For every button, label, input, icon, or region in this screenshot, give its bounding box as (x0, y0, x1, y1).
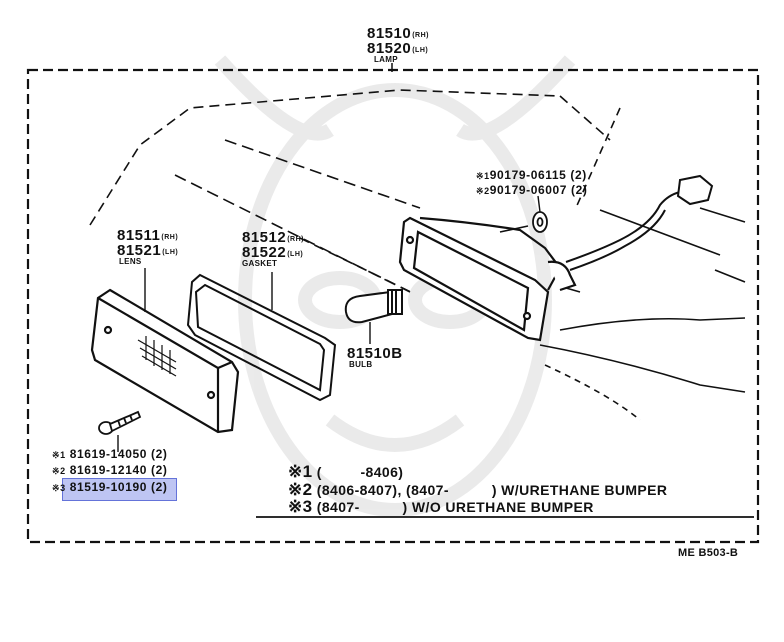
lens-grid (137, 336, 177, 377)
note-line-1: ※1 ( -8406) (288, 463, 403, 480)
gasket-no-rh: 81512 (242, 229, 287, 246)
note-mark-3: ※3 (288, 497, 313, 516)
note-text-2: (8406-8407), (8407- ) W/URETHANE BUMPER (316, 482, 668, 498)
lens-part-number-rh: 81511(RH) (117, 228, 178, 243)
lens-no-rh: 81511 (117, 227, 161, 244)
screw-mark-1: ※1 (52, 450, 66, 460)
note-mark-1: ※1 (288, 462, 313, 481)
nut-part-2: 90179-06007 (489, 183, 568, 197)
stud-bolt (499, 225, 581, 293)
screw-part-2: 81619-12140 (69, 463, 148, 477)
screw-qty-3: (2) (150, 480, 168, 494)
note-line-2: ※2 (8406-8407), (8407- ) W/URETHANE BUMP… (288, 481, 667, 498)
screw-mark-3: ※3 (52, 483, 66, 493)
gasket-part (186, 273, 337, 402)
lamp-suffix-rh: (RH) (412, 32, 429, 39)
nut-mark-1: ※1 (476, 171, 490, 181)
lens-part (90, 288, 240, 434)
body-panel-lines (89, 89, 746, 421)
gasket-suffix-rh: (RH) (287, 236, 304, 243)
screw-line-3: ※3 81519-10190 (2) (52, 481, 167, 493)
gasket-no-lh: 81522 (242, 244, 287, 261)
note-mark-2: ※2 (288, 480, 313, 499)
lens-no-lh: 81521 (117, 242, 162, 259)
diagram-frame (26, 68, 760, 544)
note-text-3: (8407- ) W/O URETHANE BUMPER (316, 499, 594, 515)
gasket-part-number-lh: 81522(LH) (242, 245, 303, 260)
bulb-part (344, 289, 403, 324)
lamp-no-rh: 81510 (367, 25, 412, 42)
lens-suffix-lh: (LH) (162, 249, 179, 256)
note-line-3: ※3 (8407- ) W/O URETHANE BUMPER (288, 498, 594, 515)
figure-code: ME B503-B (678, 547, 739, 559)
nut-part-1: 90179-06115 (489, 168, 567, 182)
nut-qty-1: (2) (570, 168, 587, 182)
screw-qty-2: (2) (150, 463, 168, 477)
nut-mark-2: ※2 (476, 186, 490, 196)
bulb-part-number: 81510B (347, 345, 403, 362)
nut-qty-2: (2) (571, 183, 588, 197)
nut-leader (537, 195, 541, 213)
wire-harness (565, 174, 714, 271)
screw-line-2: ※2 81619-12140 (2) (52, 464, 167, 476)
nut-line-2: ※290179-06007 (2) (476, 184, 588, 196)
screw-line-1: ※1 81619-14050 (2) (52, 448, 167, 460)
screw-part (98, 410, 142, 435)
gasket-part-number-rh: 81512(RH) (242, 230, 304, 245)
screw-part-3: 81519-10190 (69, 480, 148, 494)
nut-line-1: ※190179-06115 (2) (476, 169, 587, 181)
screw-part-1: 81619-14050 (69, 447, 148, 461)
bulb-caption: BULB (349, 360, 373, 369)
lamp-suffix-lh: (LH) (412, 47, 429, 54)
housing-part (398, 216, 577, 342)
gasket-caption: GASKET (242, 259, 278, 268)
selected-part-highlight[interactable] (62, 478, 177, 501)
lens-caption: LENS (119, 257, 142, 266)
lamp-no-lh: 81520 (367, 40, 412, 57)
lamp-caption: LAMP (374, 55, 398, 64)
lens-part-number-lh: 81521(LH) (117, 243, 178, 258)
screw-qty-1: (2) (150, 447, 168, 461)
gasket-suffix-lh: (LH) (287, 251, 304, 258)
lamp-part-number-rh: 81510(RH) (367, 26, 429, 41)
lamp-part-number-lh: 81520(LH) (367, 41, 428, 56)
note-text-1: ( -8406) (316, 464, 404, 480)
nut-part (532, 211, 548, 233)
lens-suffix-rh: (RH) (161, 234, 179, 241)
screw-mark-2: ※2 (52, 466, 66, 476)
